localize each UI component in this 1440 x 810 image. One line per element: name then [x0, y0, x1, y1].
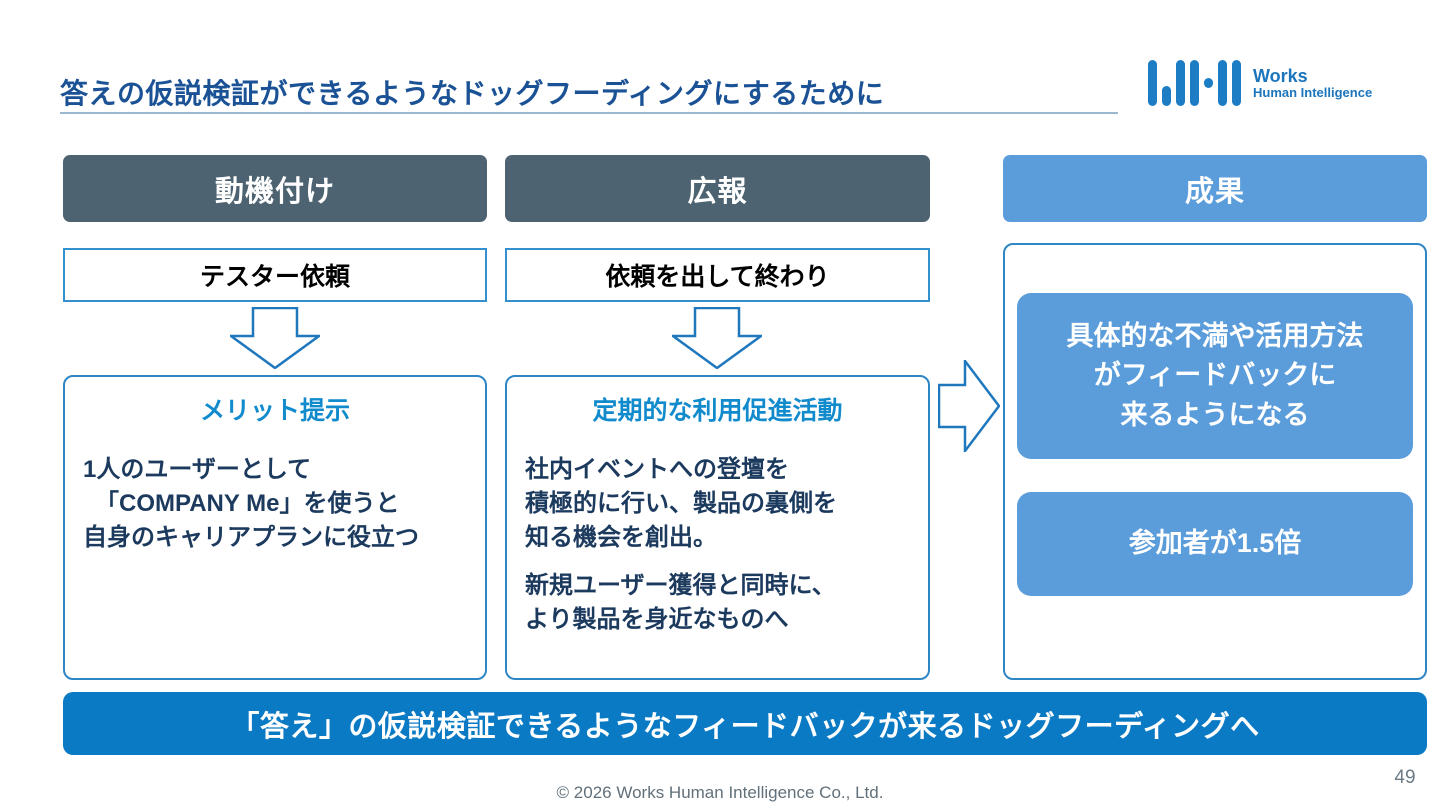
logo-bars-icon: [1148, 60, 1241, 106]
right-arrow-icon: [938, 360, 1000, 452]
label-tester-request: テスター依頼: [63, 248, 487, 302]
pr-box-body-2: 新規ユーザー獲得と同時に、 より製品を身近なものへ: [525, 572, 836, 634]
pr-box-body-1: 社内イベントへの登壇を 積極的に行い、製品の裏側を 知る機会を創出。: [525, 456, 837, 552]
header-motivation: 動機付け: [63, 155, 487, 222]
title-underline: [60, 112, 1118, 114]
header-results: 成果: [1003, 155, 1427, 222]
header-pr: 広報: [505, 155, 930, 222]
pr-box: 定期的な利用促進活動 社内イベントへの登壇を 積極的に行い、製品の裏側を 知る機…: [505, 375, 930, 680]
motivation-box-title: メリット提示: [199, 397, 350, 425]
result-feedback-pill: 具体的な不満や活用方法 がフィードバックに 来るようになる: [1017, 293, 1413, 459]
logo-text: Works Human Intelligence: [1253, 65, 1373, 100]
copyright-footer: © 2026 Works Human Intelligence Co., Ltd…: [556, 783, 884, 802]
company-logo: Works Human Intelligence: [1148, 60, 1372, 106]
down-arrow-icon: [672, 307, 762, 369]
motivation-box-body: 1人のユーザーとして 「COMPANY Me」を使うと 自身のキャリアプランに役…: [83, 456, 419, 552]
result-participants-pill: 参加者が1.5倍: [1017, 492, 1413, 596]
logo-bar: [1232, 60, 1241, 106]
logo-line1: Works: [1253, 65, 1308, 86]
down-arrow-icon: [230, 307, 320, 369]
logo-line2: Human Intelligence: [1253, 84, 1373, 100]
logo-dot: [1204, 78, 1213, 88]
logo-bar: [1190, 60, 1199, 106]
logo-bar: [1218, 60, 1227, 106]
label-request-done: 依頼を出して終わり: [505, 248, 930, 302]
page-title: 答えの仮説検証ができるようなドッグフーディングにするために: [60, 78, 885, 109]
conclusion-banner: 「答え」の仮説検証できるようなフィードバックが来るドッグフーディングへ: [63, 692, 1427, 755]
logo-bar: [1148, 60, 1157, 106]
motivation-box: メリット提示 1人のユーザーとして 「COMPANY Me」を使うと 自身のキャ…: [63, 375, 487, 680]
logo-bar: [1162, 86, 1171, 106]
logo-bar: [1176, 60, 1185, 106]
pr-box-title: 定期的な利用促進活動: [592, 397, 843, 425]
page-number: 49: [1394, 767, 1416, 788]
